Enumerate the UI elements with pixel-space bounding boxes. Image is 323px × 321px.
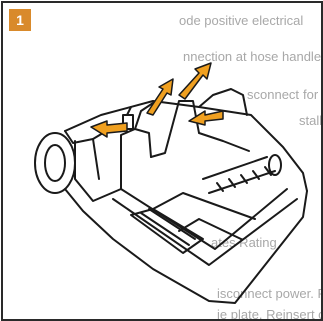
wheel-icon	[35, 133, 75, 193]
step-number: 1	[16, 12, 24, 28]
step-number-badge: 1	[9, 9, 31, 31]
power-nozzle-illustration	[3, 3, 321, 319]
